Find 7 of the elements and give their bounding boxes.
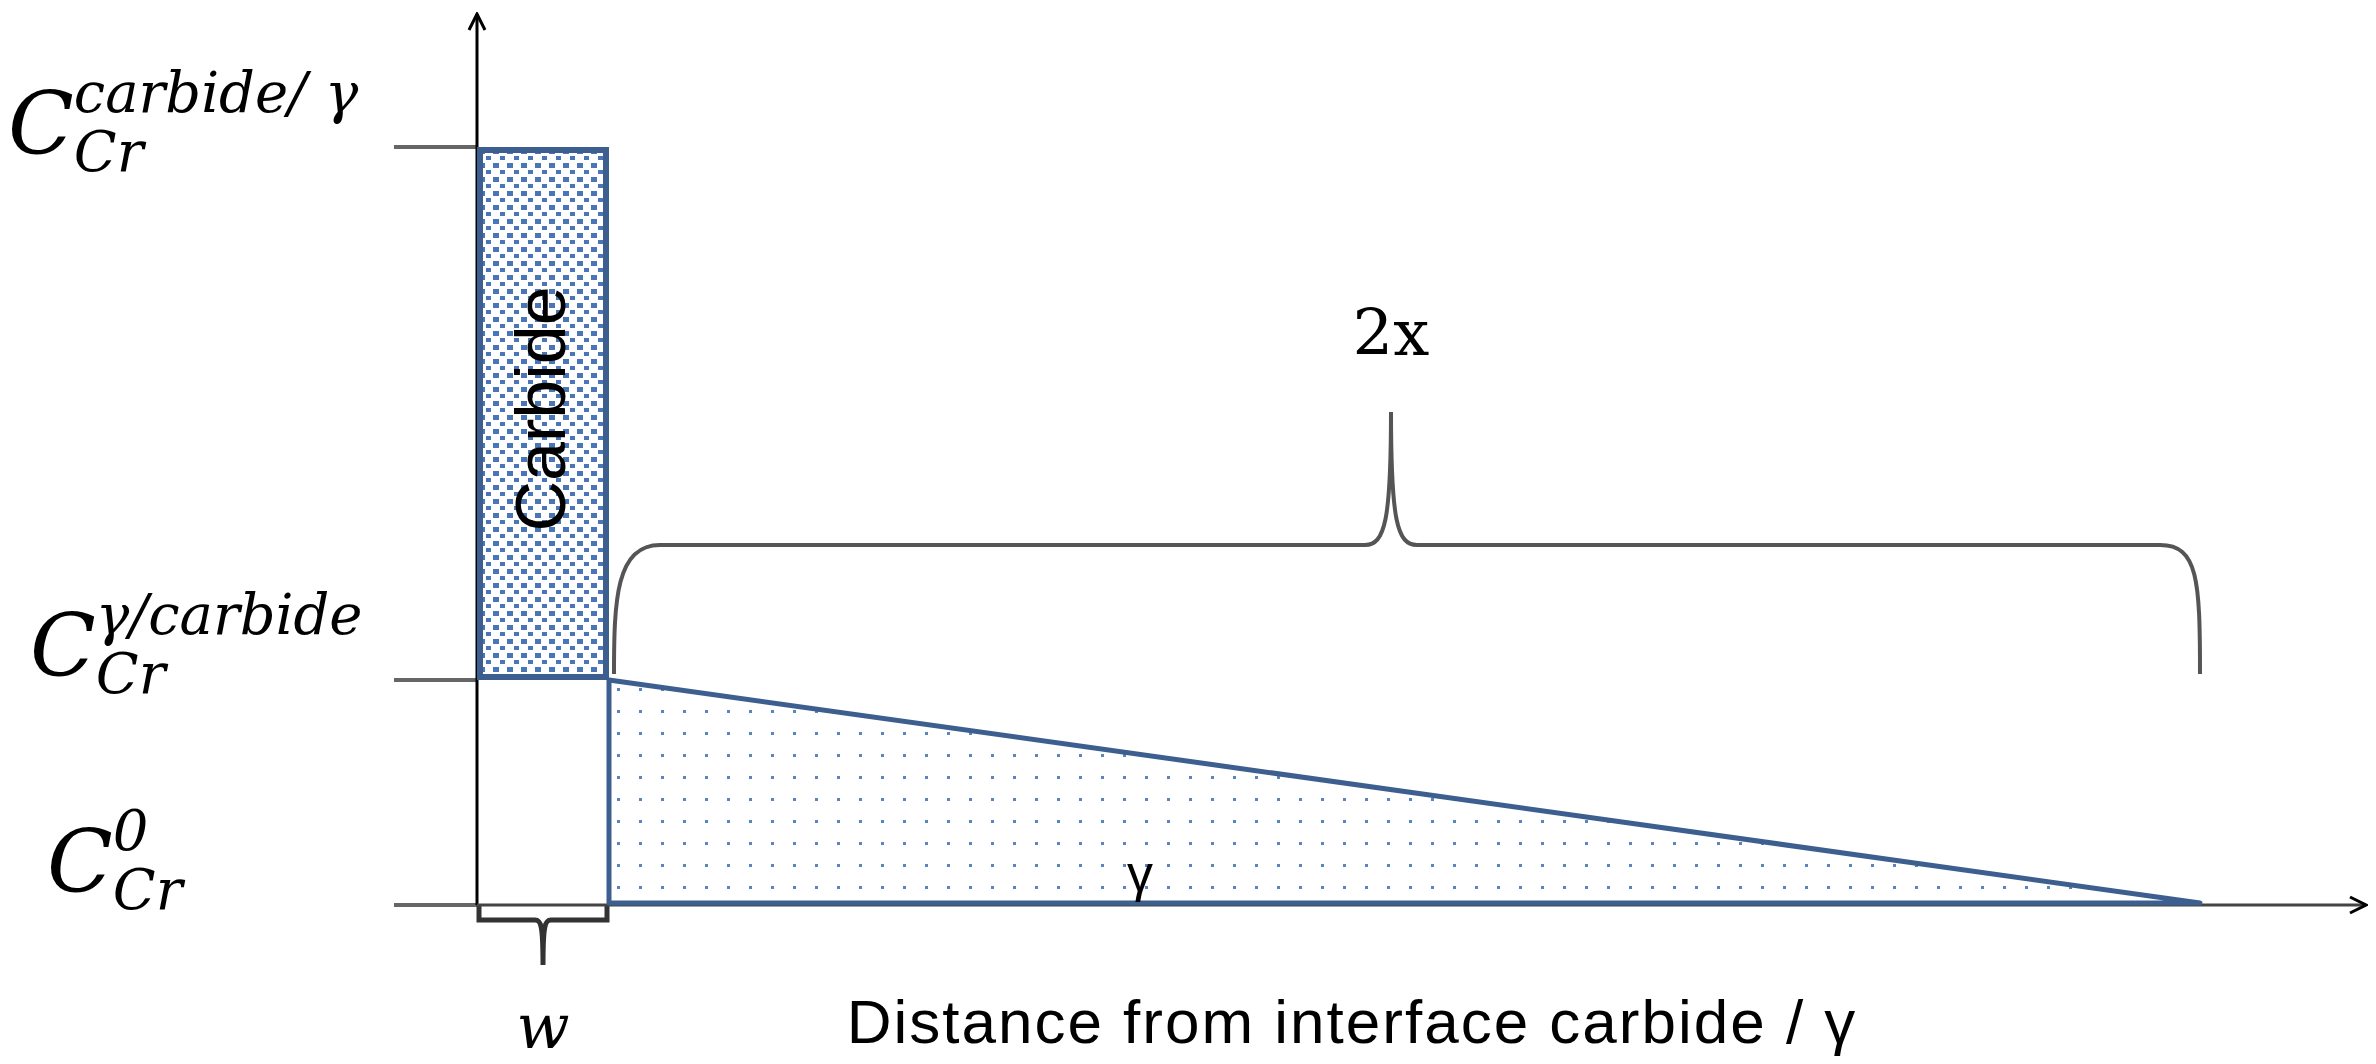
dimension-label: w	[516, 990, 570, 1063]
region-label: γ	[1127, 843, 1153, 903]
carbide-bar	[477, 147, 609, 680]
dimension-label: 2x	[1352, 296, 1430, 370]
axis-title: Distance from interface carbide / γ	[846, 986, 1858, 1057]
region-label: Carbide	[501, 286, 581, 532]
triangle-region	[609, 680, 2200, 905]
